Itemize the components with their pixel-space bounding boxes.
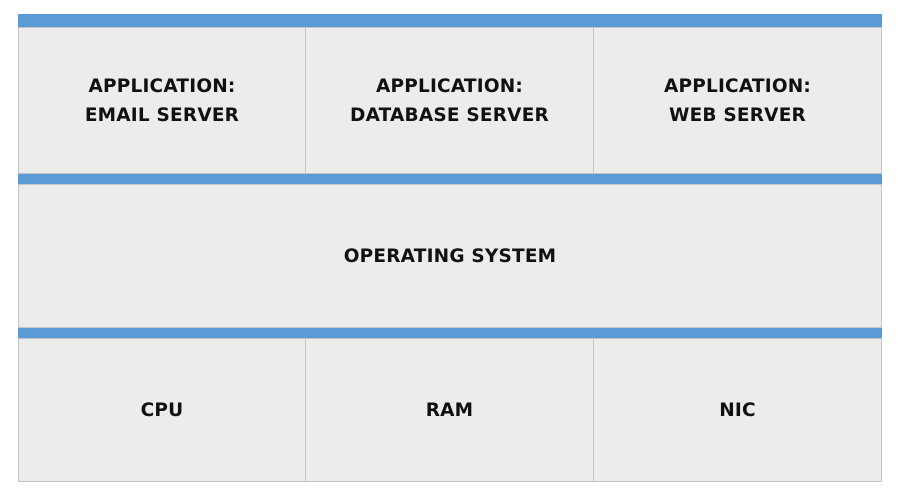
hardware-layer: CPU RAM NIC xyxy=(18,338,882,482)
application-name: WEB SERVER xyxy=(668,104,806,126)
separator-bar-middle-bottom xyxy=(18,328,882,338)
application-layer: APPLICATION: EMAIL SERVER APPLICATION: D… xyxy=(18,27,882,174)
separator-bar-middle-top xyxy=(18,174,882,184)
stack-diagram: APPLICATION: EMAIL SERVER APPLICATION: D… xyxy=(18,14,882,482)
application-label: APPLICATION: xyxy=(375,75,524,97)
application-name: EMAIL SERVER xyxy=(84,104,240,126)
application-box-email: APPLICATION: EMAIL SERVER xyxy=(18,27,306,174)
hardware-label: NIC xyxy=(719,399,756,421)
hardware-box-nic: NIC xyxy=(594,338,882,482)
separator-bar-top xyxy=(18,14,882,27)
hardware-label: CPU xyxy=(140,399,184,421)
application-box-web: APPLICATION: WEB SERVER xyxy=(594,27,882,174)
hardware-box-ram: RAM xyxy=(306,338,594,482)
application-label: APPLICATION: xyxy=(88,75,236,97)
hardware-box-cpu: CPU xyxy=(18,338,306,482)
hardware-label: RAM xyxy=(425,399,474,421)
application-box-database: APPLICATION: DATABASE SERVER xyxy=(306,27,594,174)
application-label: APPLICATION: xyxy=(663,75,812,97)
operating-system-box: OPERATING SYSTEM xyxy=(18,184,882,328)
application-name: DATABASE SERVER xyxy=(350,104,549,126)
operating-system-layer: OPERATING SYSTEM xyxy=(18,184,882,328)
operating-system-label: OPERATING SYSTEM xyxy=(343,245,557,267)
